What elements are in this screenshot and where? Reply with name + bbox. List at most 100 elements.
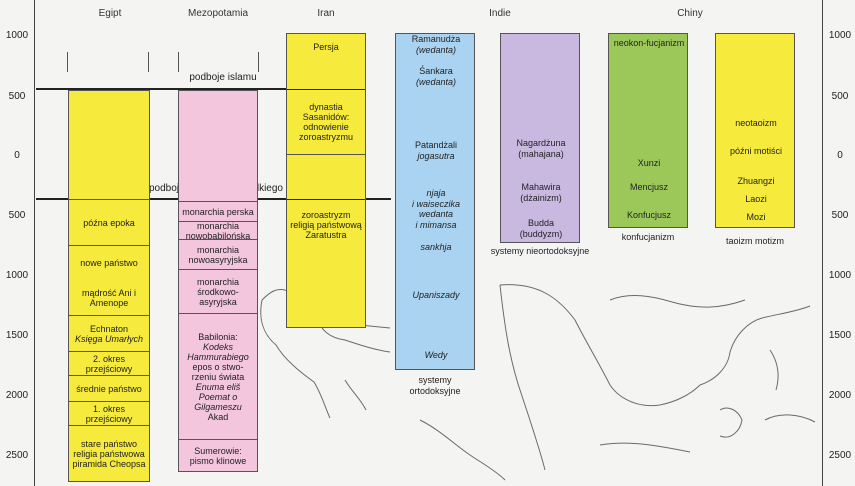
mezo-sumerians: Sumerowie: pismo klinowe (179, 439, 257, 471)
cell-label: późna epoka (83, 217, 135, 228)
mezo-persian: monarchia perska (179, 201, 257, 221)
tick-label: 2500 (828, 450, 852, 461)
tick-label: 500 (8, 91, 26, 102)
continuation-mark (148, 52, 149, 72)
indie-orthodox-column: Ramanudża(wedanta) Śankara(wedanta) Pata… (395, 33, 475, 370)
xunzi-entry: Xunzi (637, 158, 661, 168)
entry-label: i waiseczika (411, 198, 460, 209)
mezopotamia-column: monarchia perska monarchia nowobabilońsk… (178, 90, 258, 472)
tick-label: 500 (831, 91, 849, 102)
tick-label: 2000 (828, 390, 852, 401)
tick-label: 1500 (5, 330, 29, 341)
chiny-confucian-column: neokon-fucjanizm Xunzi Mencjusz Konfucju… (608, 33, 688, 228)
upanishads-entry: Upaniszady (412, 290, 460, 300)
cell-label: Babilonia: (198, 331, 238, 342)
taoism-mohism-label: taoizm motizm (725, 236, 784, 246)
region-header-mezopotamia: Mezopotamia (187, 8, 249, 19)
mahavira-entry: Mahawira(dżainizm) (501, 182, 581, 203)
zhuangzi-entry: Zhuangzi (737, 176, 775, 186)
cell-label: monarchia nowobabilońska (185, 220, 251, 241)
tick-label: 1000 (5, 30, 29, 41)
mezo-neo-babylonian: monarchia nowobabilońska (179, 220, 257, 241)
entry-label: i mimansa (415, 219, 457, 230)
tick-label: 1000 (828, 30, 852, 41)
entry-label: Budda (527, 218, 555, 228)
entry-label: (mahajana) (518, 148, 564, 159)
cell-label: monarchia nowoasyryjska (188, 244, 248, 265)
cell-label: Sumerowie: pismo klinowe (189, 445, 247, 466)
region-header-iran: Iran (317, 8, 335, 19)
indie-heterodox-column: Nagardżuna(mahajana) Mahawira(dżainizm) … (500, 33, 580, 243)
late-mohists-entry: późni motiści (729, 146, 783, 156)
egipt-old-kingdom: stare państwo religia państwowa piramida… (69, 425, 149, 481)
iran-zoroastrianism: zoroastryzm religią państwową Zaratustra (287, 199, 365, 327)
cell-label: 2. okres przejściowy (85, 353, 133, 374)
islamic-conquest-label: podboje islamu (170, 72, 276, 83)
tick-label: 1000 (828, 270, 852, 281)
cell-label: monarchia perska (182, 206, 254, 217)
continuation-mark (258, 52, 259, 72)
entry-label: Mahawira (521, 182, 561, 192)
region-header-indie: Indie (489, 8, 511, 19)
tick-label: 500 (8, 210, 26, 221)
egipt-new-kingdom: nowe państwo (69, 245, 149, 280)
tick-label: 1000 (5, 270, 29, 281)
cell-label: Enuma eliš (195, 381, 241, 392)
buddha-entry: Budda(buddyzm) (501, 218, 581, 239)
confucianism-label: konfucjanizm (621, 232, 675, 242)
continuation-mark (67, 52, 68, 72)
iran-blank (287, 154, 365, 199)
iran-persia: Persja (287, 34, 365, 89)
entry-label: Ramanudża (411, 34, 461, 44)
heterodox-systems-label: systemy nieortodoksyjne (490, 246, 590, 256)
islamic-conquest-line (36, 88, 286, 90)
cell-label: Persja (313, 42, 339, 52)
tick-label: 0 (837, 150, 843, 161)
mezo-babylonia: Babilonia: Kodeks Hammurabiego epos o st… (179, 313, 257, 439)
shankara-entry: Śankara(wedanta) (396, 66, 476, 87)
confucius-entry: Konfucjusz (626, 210, 672, 220)
entry-label: (buddyzm) (519, 228, 563, 239)
region-header-egipt: Egipt (98, 8, 122, 19)
mencius-entry: Mencjusz (629, 182, 668, 192)
egipt-wisdom: mądrość Ani i Amenope (69, 280, 149, 315)
orthodox-systems-label: systemy ortodoksyjne (409, 375, 461, 396)
entry-label: Śankara (419, 66, 453, 76)
entry-label: Nagardżuna (516, 138, 566, 148)
egipt-middle-kingdom: średnie państwo (69, 375, 149, 401)
mozi-entry: Mozi (746, 212, 766, 222)
neotaoism-entry: neotaoizm (735, 118, 777, 128)
timeline-axis-right: 1000 500 0 500 1000 1500 2000 2500 (822, 0, 855, 486)
mezo-middle-assyrian: monarchia środkowo-asyryjska (179, 269, 257, 313)
entry-label: (dżainizm) (520, 192, 562, 203)
tick-label: 0 (14, 150, 20, 161)
sankhya-entry: sankhja (420, 242, 452, 252)
cell-label: Akad (207, 411, 229, 422)
timeline-axis-left: 1000 500 0 500 1000 1500 2000 2500 (0, 0, 35, 486)
region-header-chiny: Chiny (677, 8, 703, 19)
ramanuja-entry: Ramanudża(wedanta) (396, 34, 476, 55)
cell-label: epos o stwo-rzeniu świata (191, 361, 245, 382)
cell-label: Kodeks Hammurabiego (187, 341, 249, 362)
egipt-column: późna epoka nowe państwo mądrość Ani i A… (68, 90, 150, 482)
cell-label: Echnaton (89, 323, 129, 334)
entry-label: (wedanta) (415, 44, 457, 55)
entry-label: wedanta (418, 209, 454, 219)
egipt-second-intermediate: 2. okres przejściowy (69, 351, 149, 375)
cell-label: monarchia środkowo-asyryjska (196, 276, 240, 307)
vedas-entry: Wedy (424, 350, 448, 360)
cell-label: dynastia Sasanidów: odnowienie zoroastry… (298, 102, 353, 142)
cell-label: stare państwo religia państwowa piramida… (72, 438, 146, 469)
chiny-taoist-column: neotaoizm późni motiści Zhuangzi Laozi M… (715, 33, 795, 228)
iran-sassanid: dynastia Sasanidów: odnowienie zoroastry… (287, 89, 365, 154)
cell-label: nowe państwo (80, 258, 138, 268)
mezo-neo-assyrian: monarchia nowoasyryjska (179, 239, 257, 269)
tick-label: 500 (831, 210, 849, 221)
entry-label: jogasutra (417, 150, 455, 161)
neo-confucianism-entry: neokon-fucjanizm (613, 38, 685, 48)
tick-label: 2500 (5, 450, 29, 461)
entry-label: Patandżali (414, 140, 458, 150)
